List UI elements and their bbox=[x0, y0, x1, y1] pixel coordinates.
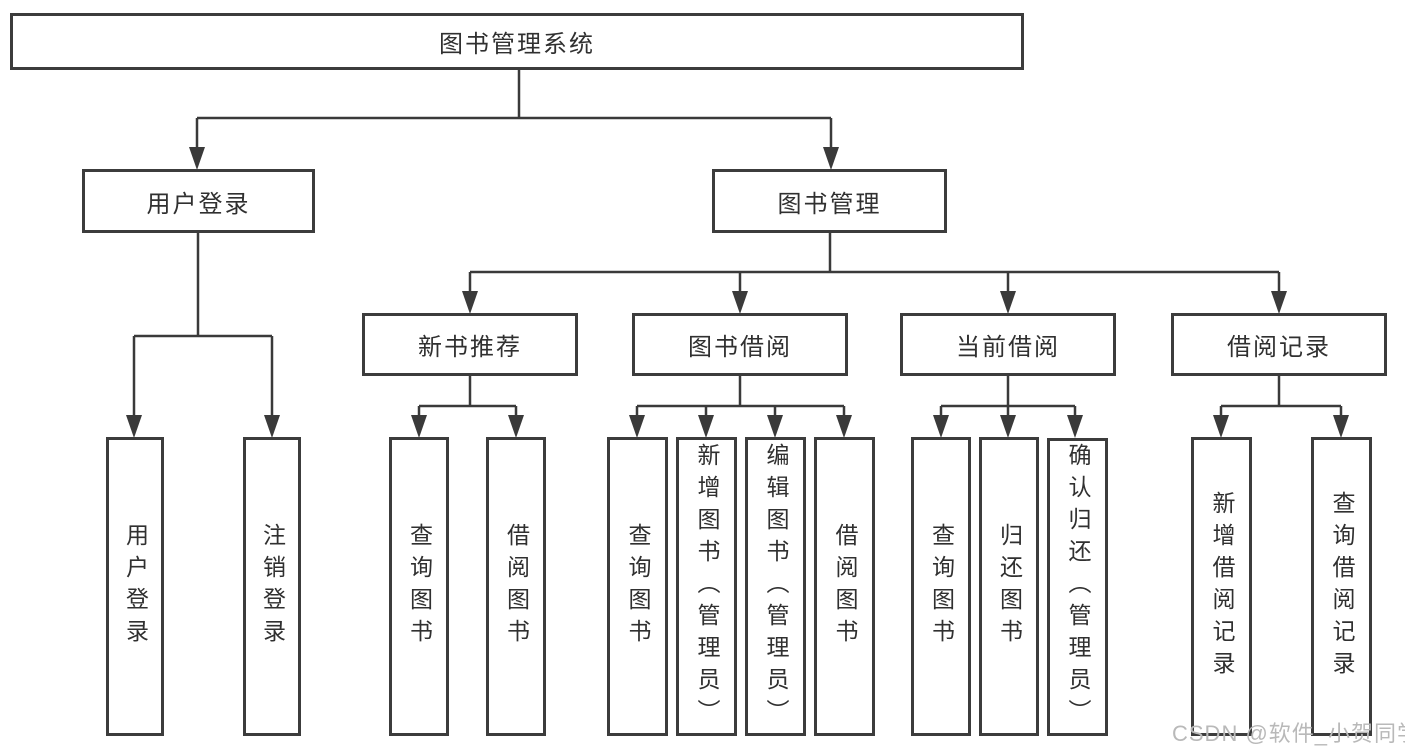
arrow-down-icon bbox=[508, 415, 524, 438]
arrow-down-icon bbox=[264, 415, 280, 438]
arrow-down-icon bbox=[1213, 415, 1229, 438]
node-edit-book-admin: 编辑图书（管理员） bbox=[745, 437, 806, 736]
connector-lines bbox=[132, 69, 1343, 422]
arrow-down-icon bbox=[462, 291, 478, 314]
node-new-book-recommend: 新书推荐 bbox=[362, 313, 578, 376]
arrow-down-icon bbox=[1067, 415, 1083, 438]
arrow-down-icon bbox=[411, 415, 427, 438]
node-current-borrow: 当前借阅 bbox=[900, 313, 1116, 376]
arrow-down-icon bbox=[836, 415, 852, 438]
arrow-down-icon bbox=[1000, 291, 1016, 314]
arrow-down-icon bbox=[823, 147, 839, 170]
arrow-down-icon bbox=[1000, 415, 1016, 438]
csdn-watermark: CSDN @软件_小贺同学 bbox=[1172, 721, 1405, 746]
node-add-borrow-record: 新增借阅记录 bbox=[1191, 437, 1252, 736]
node-query-books-recommend: 查询图书 bbox=[389, 437, 449, 736]
node-query-books-current: 查询图书 bbox=[911, 437, 971, 736]
arrow-down-icon bbox=[698, 415, 714, 438]
node-book-borrow: 图书借阅 bbox=[632, 313, 848, 376]
node-query-books-borrow: 查询图书 bbox=[607, 437, 668, 736]
node-confirm-return-admin: 确认归还（管理员） bbox=[1047, 438, 1108, 736]
node-library-management-system: 图书管理系统 bbox=[10, 13, 1024, 70]
arrow-down-icon bbox=[767, 415, 783, 438]
arrow-down-icon bbox=[933, 415, 949, 438]
node-query-borrow-record: 查询借阅记录 bbox=[1311, 437, 1372, 736]
arrow-down-icon bbox=[189, 147, 205, 170]
node-book-management: 图书管理 bbox=[712, 169, 947, 233]
node-return-books: 归还图书 bbox=[979, 437, 1039, 736]
arrow-down-icon bbox=[732, 291, 748, 314]
node-logout-leaf: 注销登录 bbox=[243, 437, 301, 736]
arrow-down-icon bbox=[1333, 415, 1349, 438]
node-user-login: 用户登录 bbox=[82, 169, 315, 233]
arrowhead-icons bbox=[126, 147, 1349, 438]
node-user-login-leaf: 用户登录 bbox=[106, 437, 164, 736]
arrow-down-icon bbox=[1271, 291, 1287, 314]
node-add-book-admin: 新增图书（管理员） bbox=[676, 437, 737, 736]
arrow-down-icon bbox=[126, 415, 142, 438]
node-borrow-books-recommend: 借阅图书 bbox=[486, 437, 546, 736]
node-borrow-books-leaf: 借阅图书 bbox=[814, 437, 875, 736]
node-borrow-records: 借阅记录 bbox=[1171, 313, 1387, 376]
arrow-down-icon bbox=[629, 415, 645, 438]
